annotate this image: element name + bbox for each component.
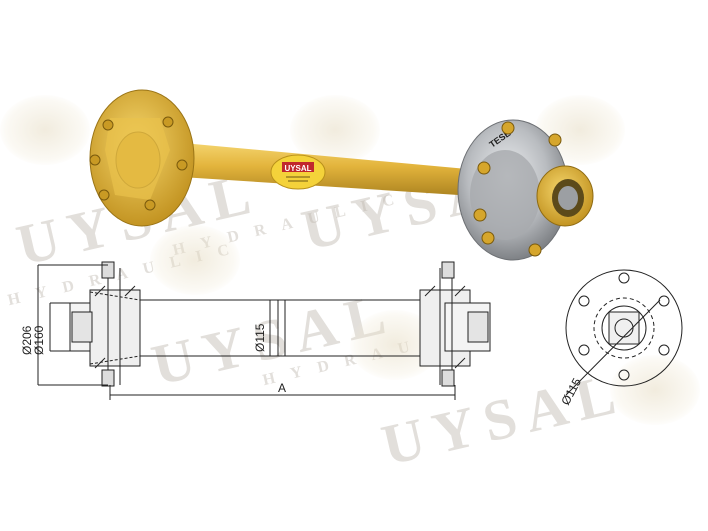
watermark-lion-4 (150, 225, 240, 295)
right-hub-bolt (473, 208, 487, 222)
watermark-lion-1 (0, 95, 90, 165)
end-view-bolt-hole (578, 295, 590, 307)
end-view (565, 269, 683, 396)
right-hub-bolt (481, 231, 495, 245)
dim-tube: Ø115 (253, 323, 267, 352)
end-view-bolt-hole (578, 344, 590, 356)
dim-inner: Ø160 (32, 325, 46, 355)
side-view (37, 261, 491, 400)
right-hub-bolt (501, 121, 515, 135)
right-hub-bolt (477, 161, 491, 175)
left-hub-bolt (98, 189, 110, 201)
left-hub-bolt (102, 119, 114, 131)
axle-shaft (150, 140, 505, 198)
watermark-lion-6 (610, 355, 700, 425)
left-hub-bolt (162, 116, 174, 128)
left-hub-bolt (89, 154, 101, 166)
left-hub-bolt (144, 199, 156, 211)
watermark-lion-2 (290, 95, 380, 165)
right-hub-bolt (548, 133, 562, 147)
right-hub-bolt (528, 243, 542, 257)
dim-outer-flange: Ø206 (20, 325, 34, 355)
brand-label-text: UYSAL (284, 164, 311, 173)
end-view-bolt-hole (658, 295, 670, 307)
left-hub-bolt (176, 159, 188, 171)
end-view-bolt-hole (618, 369, 630, 381)
end-view-bolt-hole (658, 344, 670, 356)
end-view-bolt-hole (618, 272, 630, 284)
dim-length: A (278, 381, 286, 395)
